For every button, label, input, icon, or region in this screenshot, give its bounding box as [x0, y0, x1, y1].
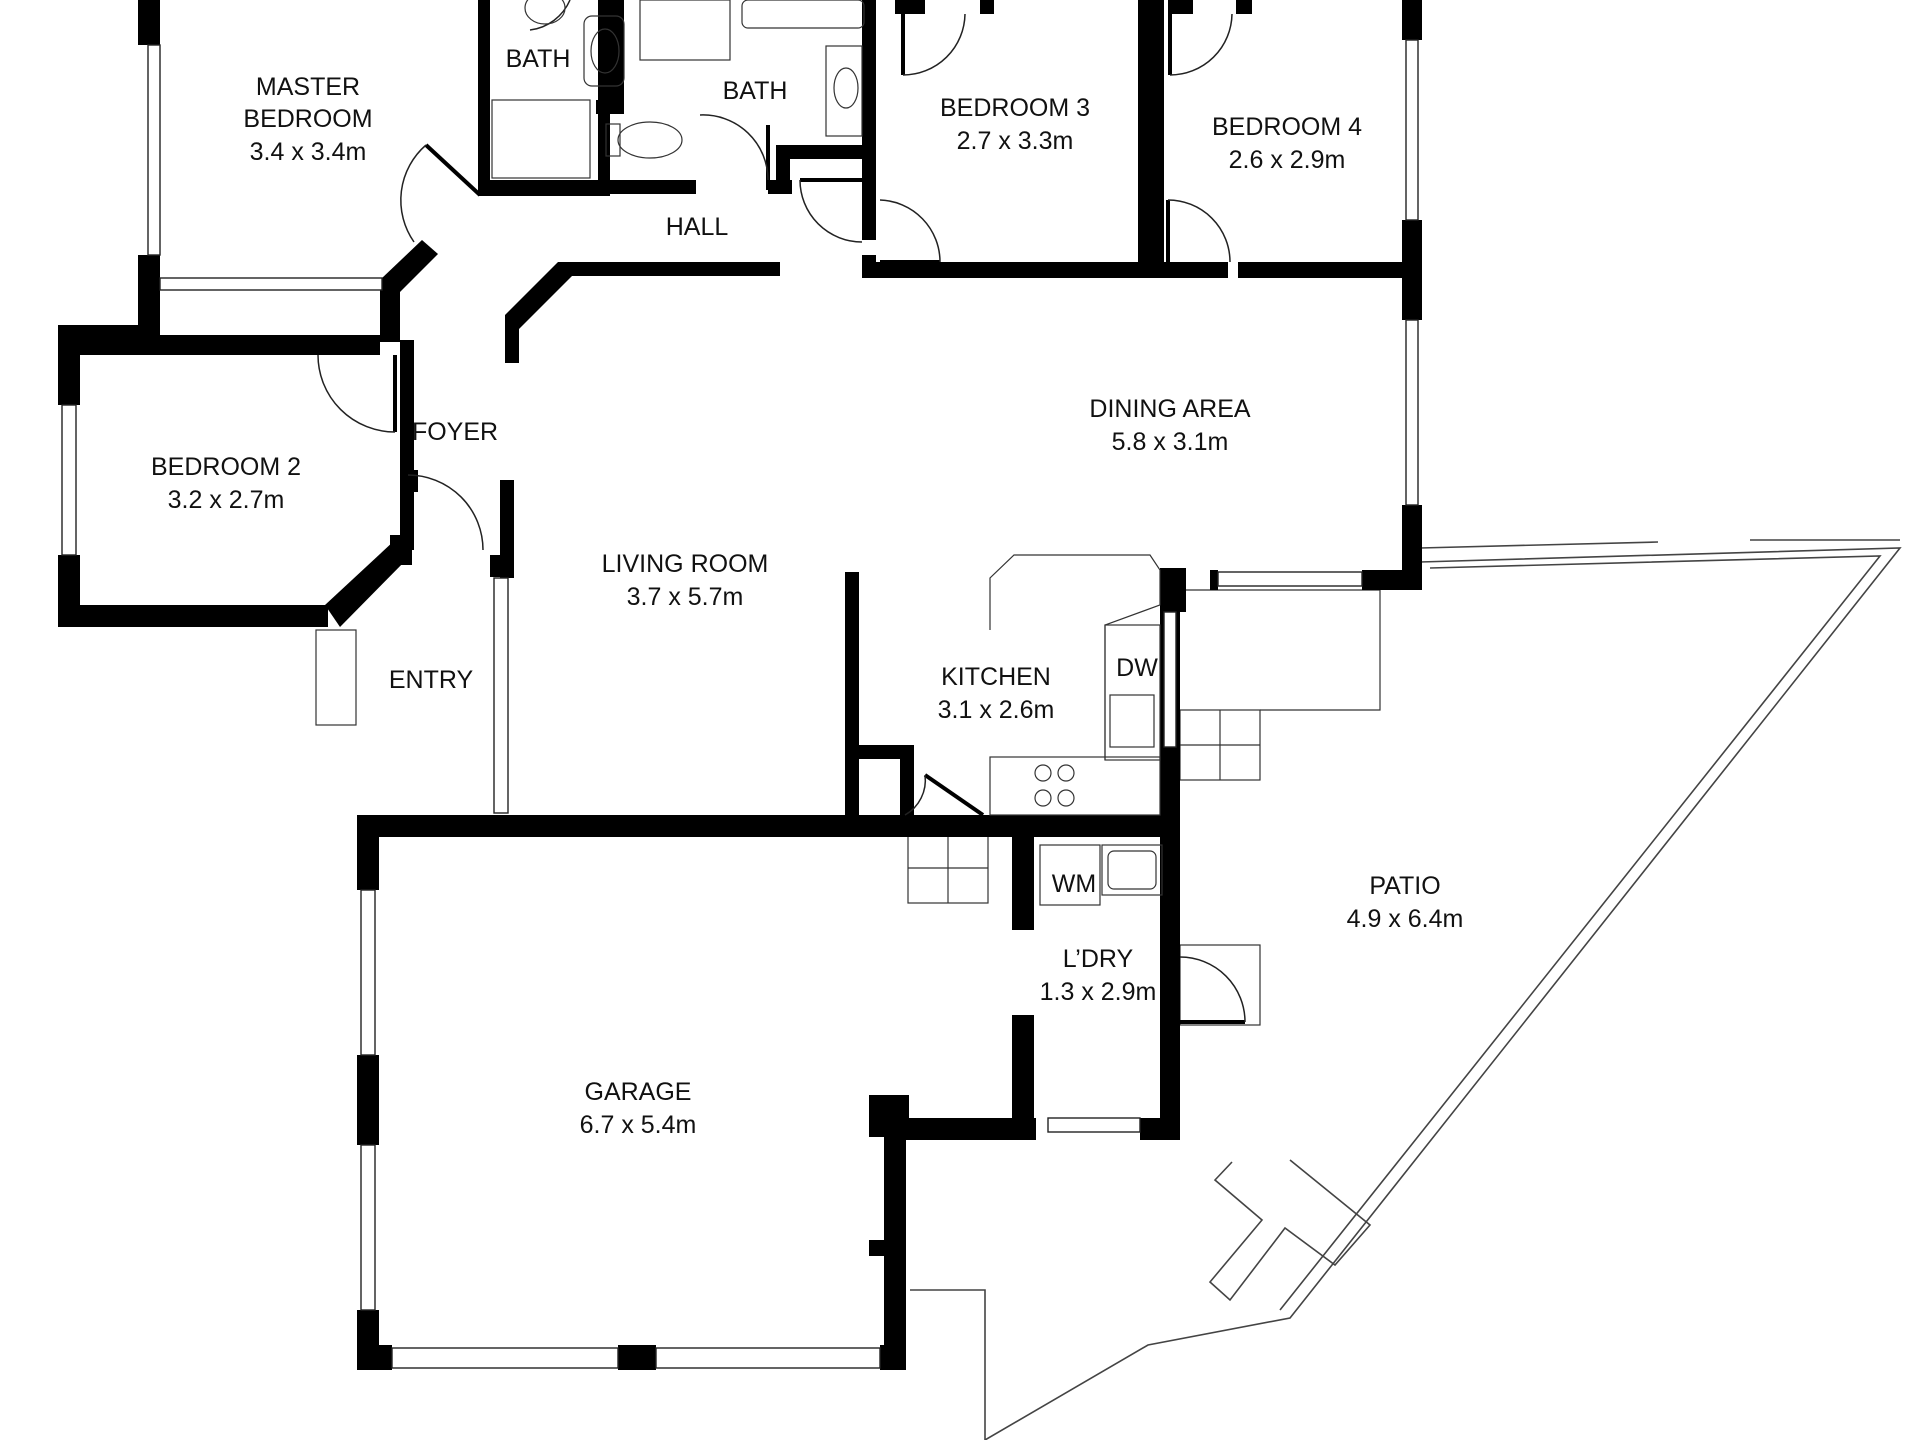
room-name: GARAGE	[585, 1078, 692, 1106]
room-name: DINING AREA	[1089, 395, 1250, 423]
kitchen-label: KITCHEN 3.1 x 2.6m	[938, 663, 1055, 724]
room-name: BEDROOM	[243, 105, 372, 133]
room-size: 3.1 x 2.6m	[938, 696, 1055, 724]
walls	[58, 0, 1422, 1370]
room-size: 3.2 x 2.7m	[168, 486, 285, 514]
laundry-label: L’DRY 1.3 x 2.9m	[1040, 945, 1157, 1006]
dining-area-label: DINING AREA 5.8 x 3.1m	[1089, 395, 1250, 456]
doors	[317, 0, 1246, 1024]
room-name: L’DRY	[1063, 945, 1134, 973]
room-name: BEDROOM 3	[940, 94, 1090, 122]
room-size: 2.7 x 3.3m	[957, 127, 1074, 155]
bedroom-3-label: BEDROOM 3 2.7 x 3.3m	[940, 94, 1090, 155]
entry-label: ENTRY	[389, 666, 474, 694]
bedroom-2-label: BEDROOM 2 3.2 x 2.7m	[151, 453, 301, 514]
room-name: FOYER	[412, 418, 498, 446]
bedroom-4-label: BEDROOM 4 2.6 x 2.9m	[1212, 113, 1362, 174]
hall-label: HALL	[666, 213, 729, 241]
room-size: 1.3 x 2.9m	[1040, 978, 1157, 1006]
room-name: BATH	[723, 77, 788, 105]
room-name: HALL	[666, 213, 729, 241]
garage-label: GARAGE 6.7 x 5.4m	[580, 1078, 697, 1139]
room-size: 4.9 x 6.4m	[1347, 905, 1464, 933]
room-name: PATIO	[1369, 872, 1440, 900]
windows	[61, 39, 1419, 1369]
room-name: LIVING ROOM	[602, 550, 769, 578]
washing-machine-label: WM	[1052, 870, 1096, 898]
foyer-label: FOYER	[412, 418, 498, 446]
room-name: ENTRY	[389, 666, 474, 694]
dishwasher-label: DW	[1116, 654, 1158, 682]
room-name: KITCHEN	[941, 663, 1051, 691]
room-size: 5.8 x 3.1m	[1112, 428, 1229, 456]
room-size: 3.4 x 3.4m	[250, 138, 367, 166]
room-size: 3.7 x 5.7m	[627, 583, 744, 611]
room-name: BEDROOM 4	[1212, 113, 1362, 141]
patio-outline	[910, 539, 1902, 1440]
master-bedroom-label: MASTER BEDROOM 3.4 x 3.4m	[243, 73, 372, 166]
room-name: MASTER	[256, 73, 360, 101]
room-size: 6.7 x 5.4m	[580, 1111, 697, 1139]
room-name: BATH	[506, 45, 571, 73]
steps	[315, 589, 1381, 1026]
bath-1-label: BATH	[506, 45, 571, 73]
room-labels: MASTER BEDROOM 3.4 x 3.4m BATH BATH BEDR…	[151, 45, 1463, 1139]
fixtures	[491, 0, 1163, 906]
patio-label: PATIO 4.9 x 6.4m	[1347, 872, 1464, 933]
room-size: 2.6 x 2.9m	[1229, 146, 1346, 174]
room-name: BEDROOM 2	[151, 453, 301, 481]
bath-2-label: BATH	[723, 77, 788, 105]
living-room-label: LIVING ROOM 3.7 x 5.7m	[602, 550, 769, 611]
